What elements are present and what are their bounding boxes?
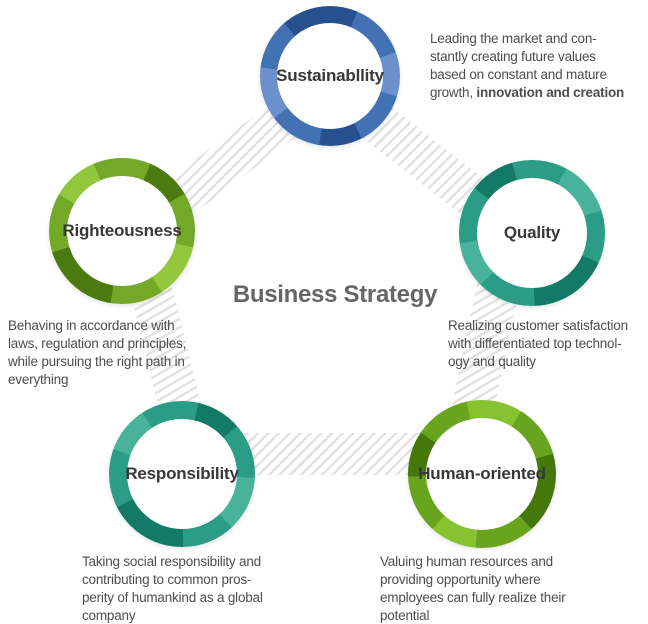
circle-sustainability: Sustainabllity xyxy=(260,6,400,146)
righteousness-description: Behaving in accordance with laws, regula… xyxy=(8,317,233,389)
responsibility-description: Taking social responsibility and contrib… xyxy=(82,553,312,624)
sustainability-description-text: Leading the market and con- stantly crea… xyxy=(430,31,607,100)
diagram-title: Business Strategy xyxy=(232,281,438,308)
circle-righteousness: Righteousness xyxy=(49,158,195,304)
righteousness-label: Righteousness xyxy=(62,221,182,240)
quality-description-text: Realizing customer satisfaction with dif… xyxy=(448,318,628,369)
circle-quality: Quality xyxy=(459,160,605,306)
quality-description: Realizing customer satisfaction with dif… xyxy=(448,317,648,371)
responsibility-inner-disc: Responsibility xyxy=(125,419,239,529)
responsibility-label: Responsibility xyxy=(125,464,239,483)
righteousness-inner-disc: Righteousness xyxy=(62,176,182,286)
sustainability-description: Leading the market and con- stantly crea… xyxy=(430,30,648,102)
sustainability-inner-disc: Sustainabllity xyxy=(276,23,384,129)
circle-human-oriented: Human-oriented xyxy=(408,400,556,548)
human-oriented-label: Human-oriented xyxy=(418,464,546,483)
quality-inner-disc: Quality xyxy=(477,178,587,288)
circle-responsibility: Responsibility xyxy=(109,401,255,547)
human-oriented-inner-disc: Human-oriented xyxy=(418,418,546,530)
human-oriented-description-text: Valuing human resources and providing op… xyxy=(380,554,566,623)
sustainability-description-bold-text: innovation and creation xyxy=(476,85,625,100)
human-oriented-description: Valuing human resources and providing op… xyxy=(380,553,610,624)
sustainability-label: Sustainabllity xyxy=(276,66,384,85)
quality-label: Quality xyxy=(503,223,561,242)
responsibility-description-text: Taking social responsibility and contrib… xyxy=(82,554,263,623)
righteousness-description-text: Behaving in accordance with laws, regula… xyxy=(8,318,187,387)
